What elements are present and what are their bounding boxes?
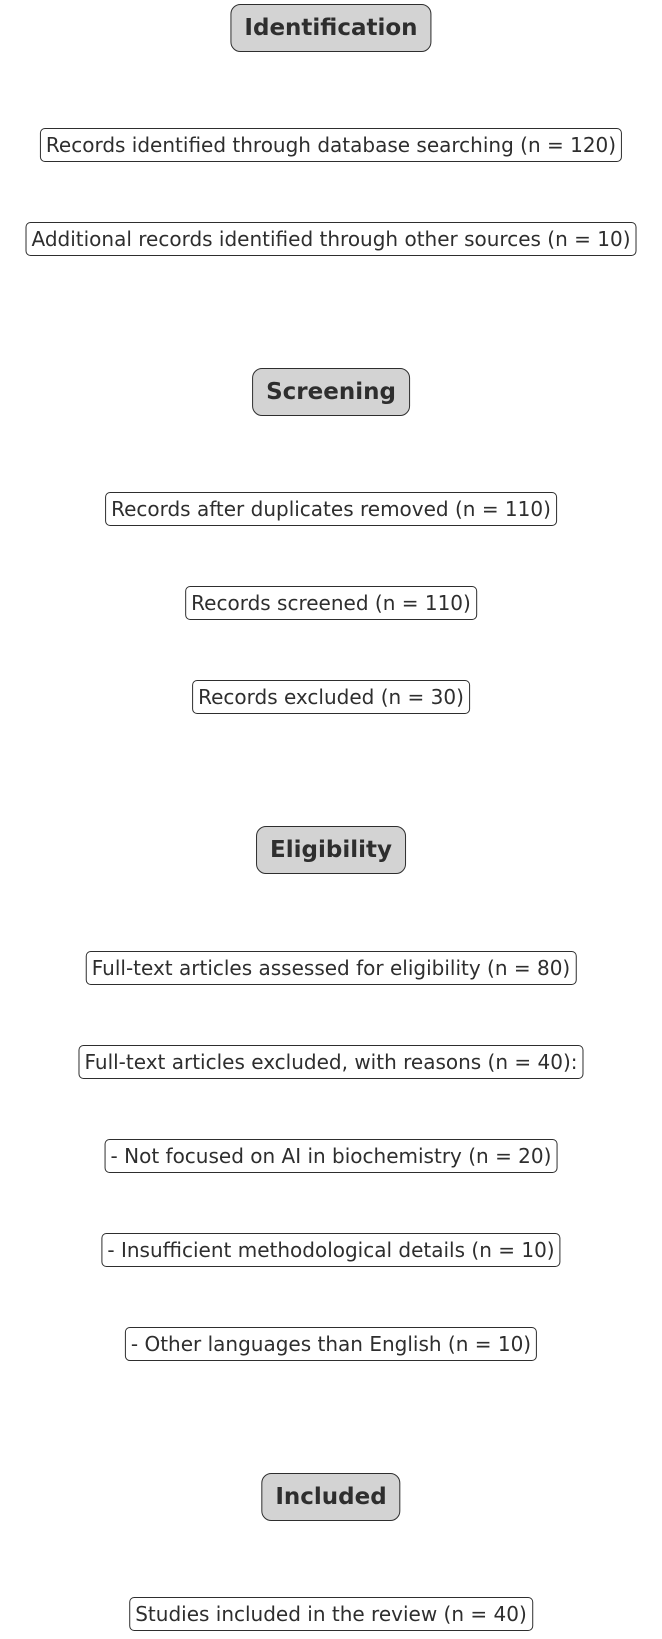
fulltext-excluded-box: Full-text articles excluded, with reason… (78, 1045, 584, 1079)
records-screened-box: Records screened (n = 110) (185, 586, 477, 620)
records-excluded-box: Records excluded (n = 30) (192, 680, 470, 714)
exclusion-reason-language-box: - Other languages than English (n = 10) (124, 1327, 538, 1361)
stage-eligibility-heading: Eligibility (256, 826, 406, 874)
stage-screening-heading: Screening (252, 368, 410, 416)
exclusion-reason-methodology-box: - Insufficient methodological details (n… (101, 1233, 561, 1267)
additional-records-other-sources-box: Additional records identified through ot… (25, 222, 637, 256)
studies-included-box: Studies included in the review (n = 40) (129, 1597, 533, 1631)
exclusion-reason-not-ai-box: - Not focused on AI in biochemistry (n =… (104, 1139, 558, 1173)
stage-identification-heading: Identification (230, 4, 432, 52)
stage-included-heading: Included (261, 1473, 401, 1521)
records-identified-database-box: Records identified through database sear… (39, 128, 623, 162)
records-after-duplicates-box: Records after duplicates removed (n = 11… (105, 492, 557, 526)
fulltext-assessed-box: Full-text articles assessed for eligibil… (85, 951, 577, 985)
